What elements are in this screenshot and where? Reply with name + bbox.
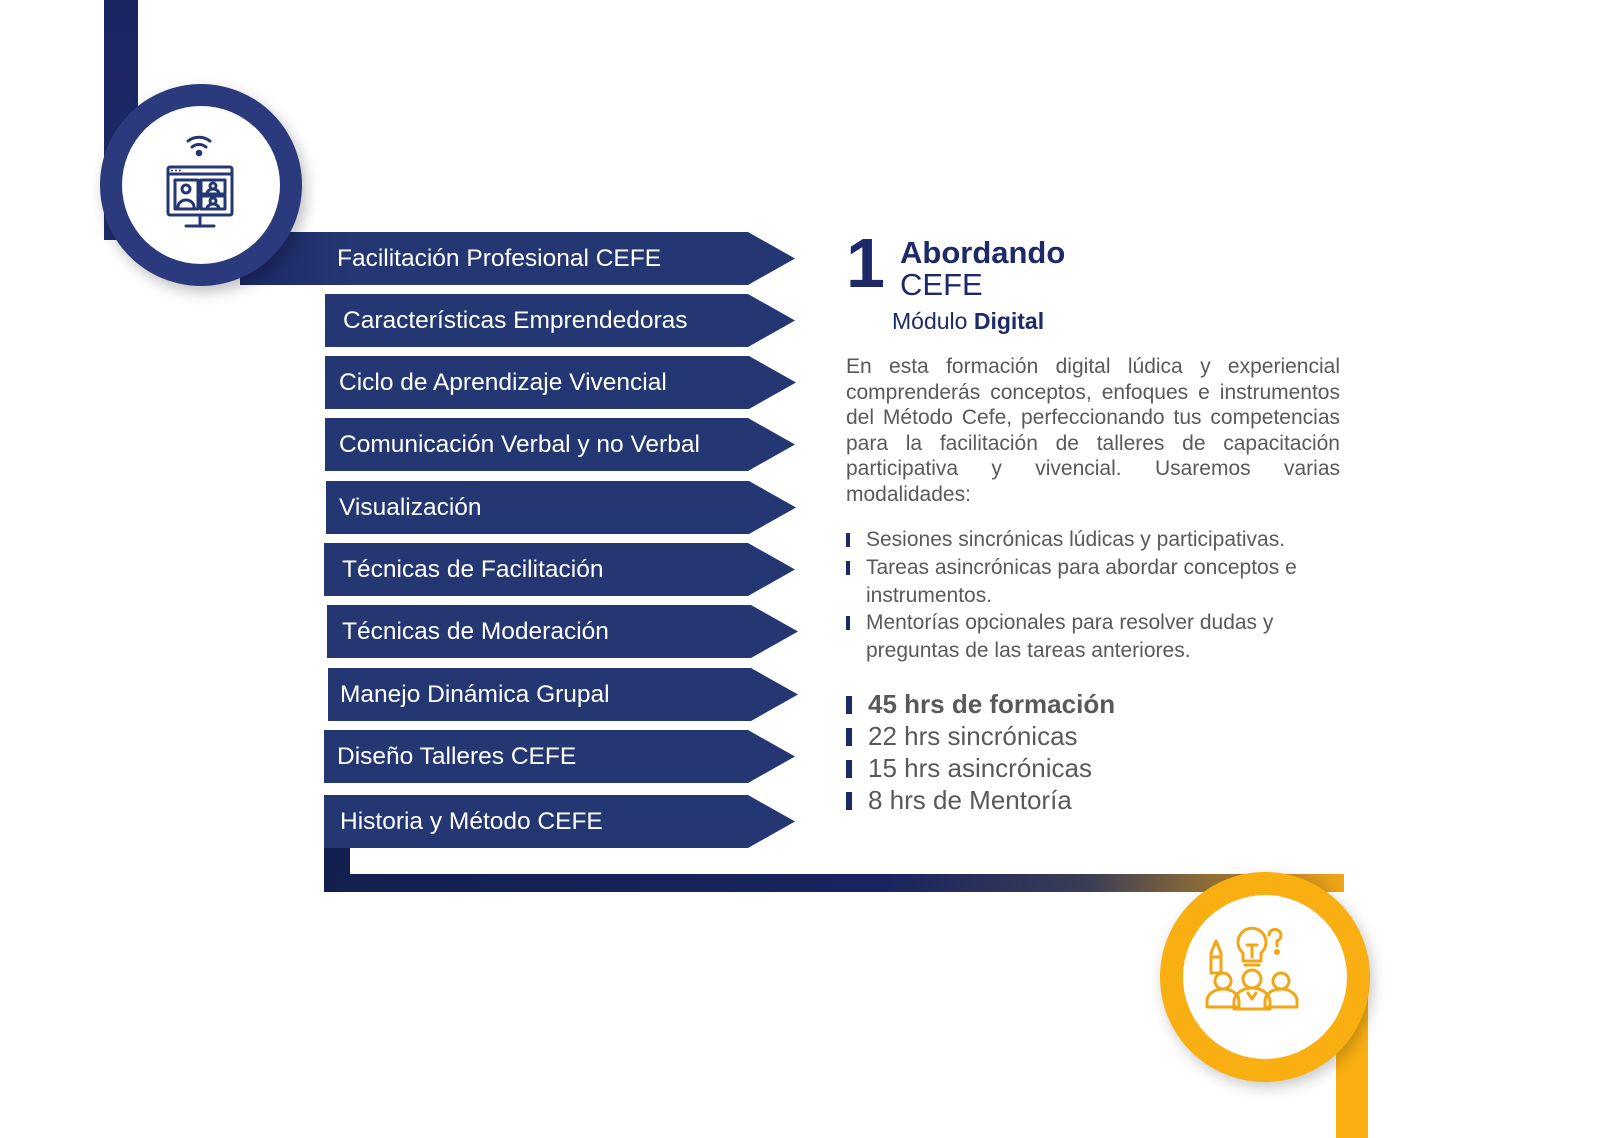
hours-item: 15 hrs asincrónicas <box>846 752 1092 784</box>
modality-item: Tareas asincrónicas para abordar concept… <box>846 554 1346 609</box>
module-label: Manejo Dinámica Grupal <box>340 681 610 708</box>
module-arrow: Características Emprendedoras <box>325 294 795 347</box>
top-icon-circle-inner <box>122 106 280 264</box>
hours-item: 45 hrs de formación <box>846 688 1115 720</box>
hours-text: 45 hrs de formación <box>868 689 1116 719</box>
module-label: Técnicas de Facilitación <box>342 556 604 583</box>
hours-text: 15 hrs asincrónicas <box>868 753 1092 783</box>
modality-text: Mentorías opcionales para resolver dudas… <box>866 611 1274 662</box>
module-arrow: Técnicas de Facilitación <box>324 543 795 596</box>
module-arrow: Facilitación Profesional CEFE <box>240 232 795 285</box>
module-arrow: Ciclo de Aprendizaje Vivencial <box>325 356 796 409</box>
hours-text: 22 hrs sincrónicas <box>868 721 1078 751</box>
modality-text: Tareas asincrónicas para abordar concept… <box>866 556 1297 607</box>
module-label: Facilitación Profesional CEFE <box>337 245 662 272</box>
module-label: Diseño Talleres CEFE <box>337 743 577 770</box>
module-arrow: Técnicas de Moderación <box>327 605 798 658</box>
module-number: 1 <box>846 224 885 302</box>
module-label: Visualización <box>339 494 482 521</box>
bullet-marker <box>846 728 852 746</box>
bullet-marker <box>846 533 850 547</box>
bullet-marker <box>846 792 852 810</box>
video-conference-icon <box>166 135 234 228</box>
bullet-marker <box>846 561 850 575</box>
module-description: En esta formación digital lúdica y exper… <box>846 355 1340 506</box>
subtitle-bold: Digital <box>973 308 1045 334</box>
hours-item: 8 hrs de Mentoría <box>846 784 1072 816</box>
module-arrow: Manejo Dinámica Grupal <box>328 668 798 721</box>
module-arrow: Historia y Método CEFE <box>324 795 795 848</box>
module-title: Abordando <box>900 235 1066 270</box>
bullet-marker <box>846 616 850 630</box>
module-arrow: Visualización <box>326 481 796 534</box>
modality-item: Mentorías opcionales para resolver dudas… <box>846 609 1326 664</box>
bullet-marker <box>846 696 852 714</box>
module-label: Características Emprendedoras <box>343 307 688 334</box>
module-label: Ciclo de Aprendizaje Vivencial <box>339 369 667 396</box>
hours-item: 22 hrs sincrónicas <box>846 720 1078 752</box>
hours-text: 8 hrs de Mentoría <box>868 785 1072 815</box>
bottom-icon-circle-inner <box>1183 895 1347 1059</box>
module-label: Historia y Método CEFE <box>340 808 603 835</box>
bottom-connector-line <box>324 874 1344 892</box>
module-subtitle: Módulo Digital <box>892 306 1044 336</box>
modality-item: Sesiones sincrónicas lúdicas y participa… <box>846 526 1366 554</box>
team-ideas-icon <box>1205 926 1299 1011</box>
module-title-line-2: CEFE <box>900 267 983 302</box>
modality-text: Sesiones sincrónicas lúdicas y participa… <box>866 528 1286 551</box>
subtitle-prefix: Módulo <box>892 308 968 334</box>
module-label: Comunicación Verbal y no Verbal <box>339 431 700 458</box>
module-label: Técnicas de Moderación <box>342 618 609 645</box>
module-arrow: Diseño Talleres CEFE <box>324 730 795 783</box>
module-arrow: Comunicación Verbal y no Verbal <box>325 418 795 471</box>
bullet-marker <box>846 760 852 778</box>
